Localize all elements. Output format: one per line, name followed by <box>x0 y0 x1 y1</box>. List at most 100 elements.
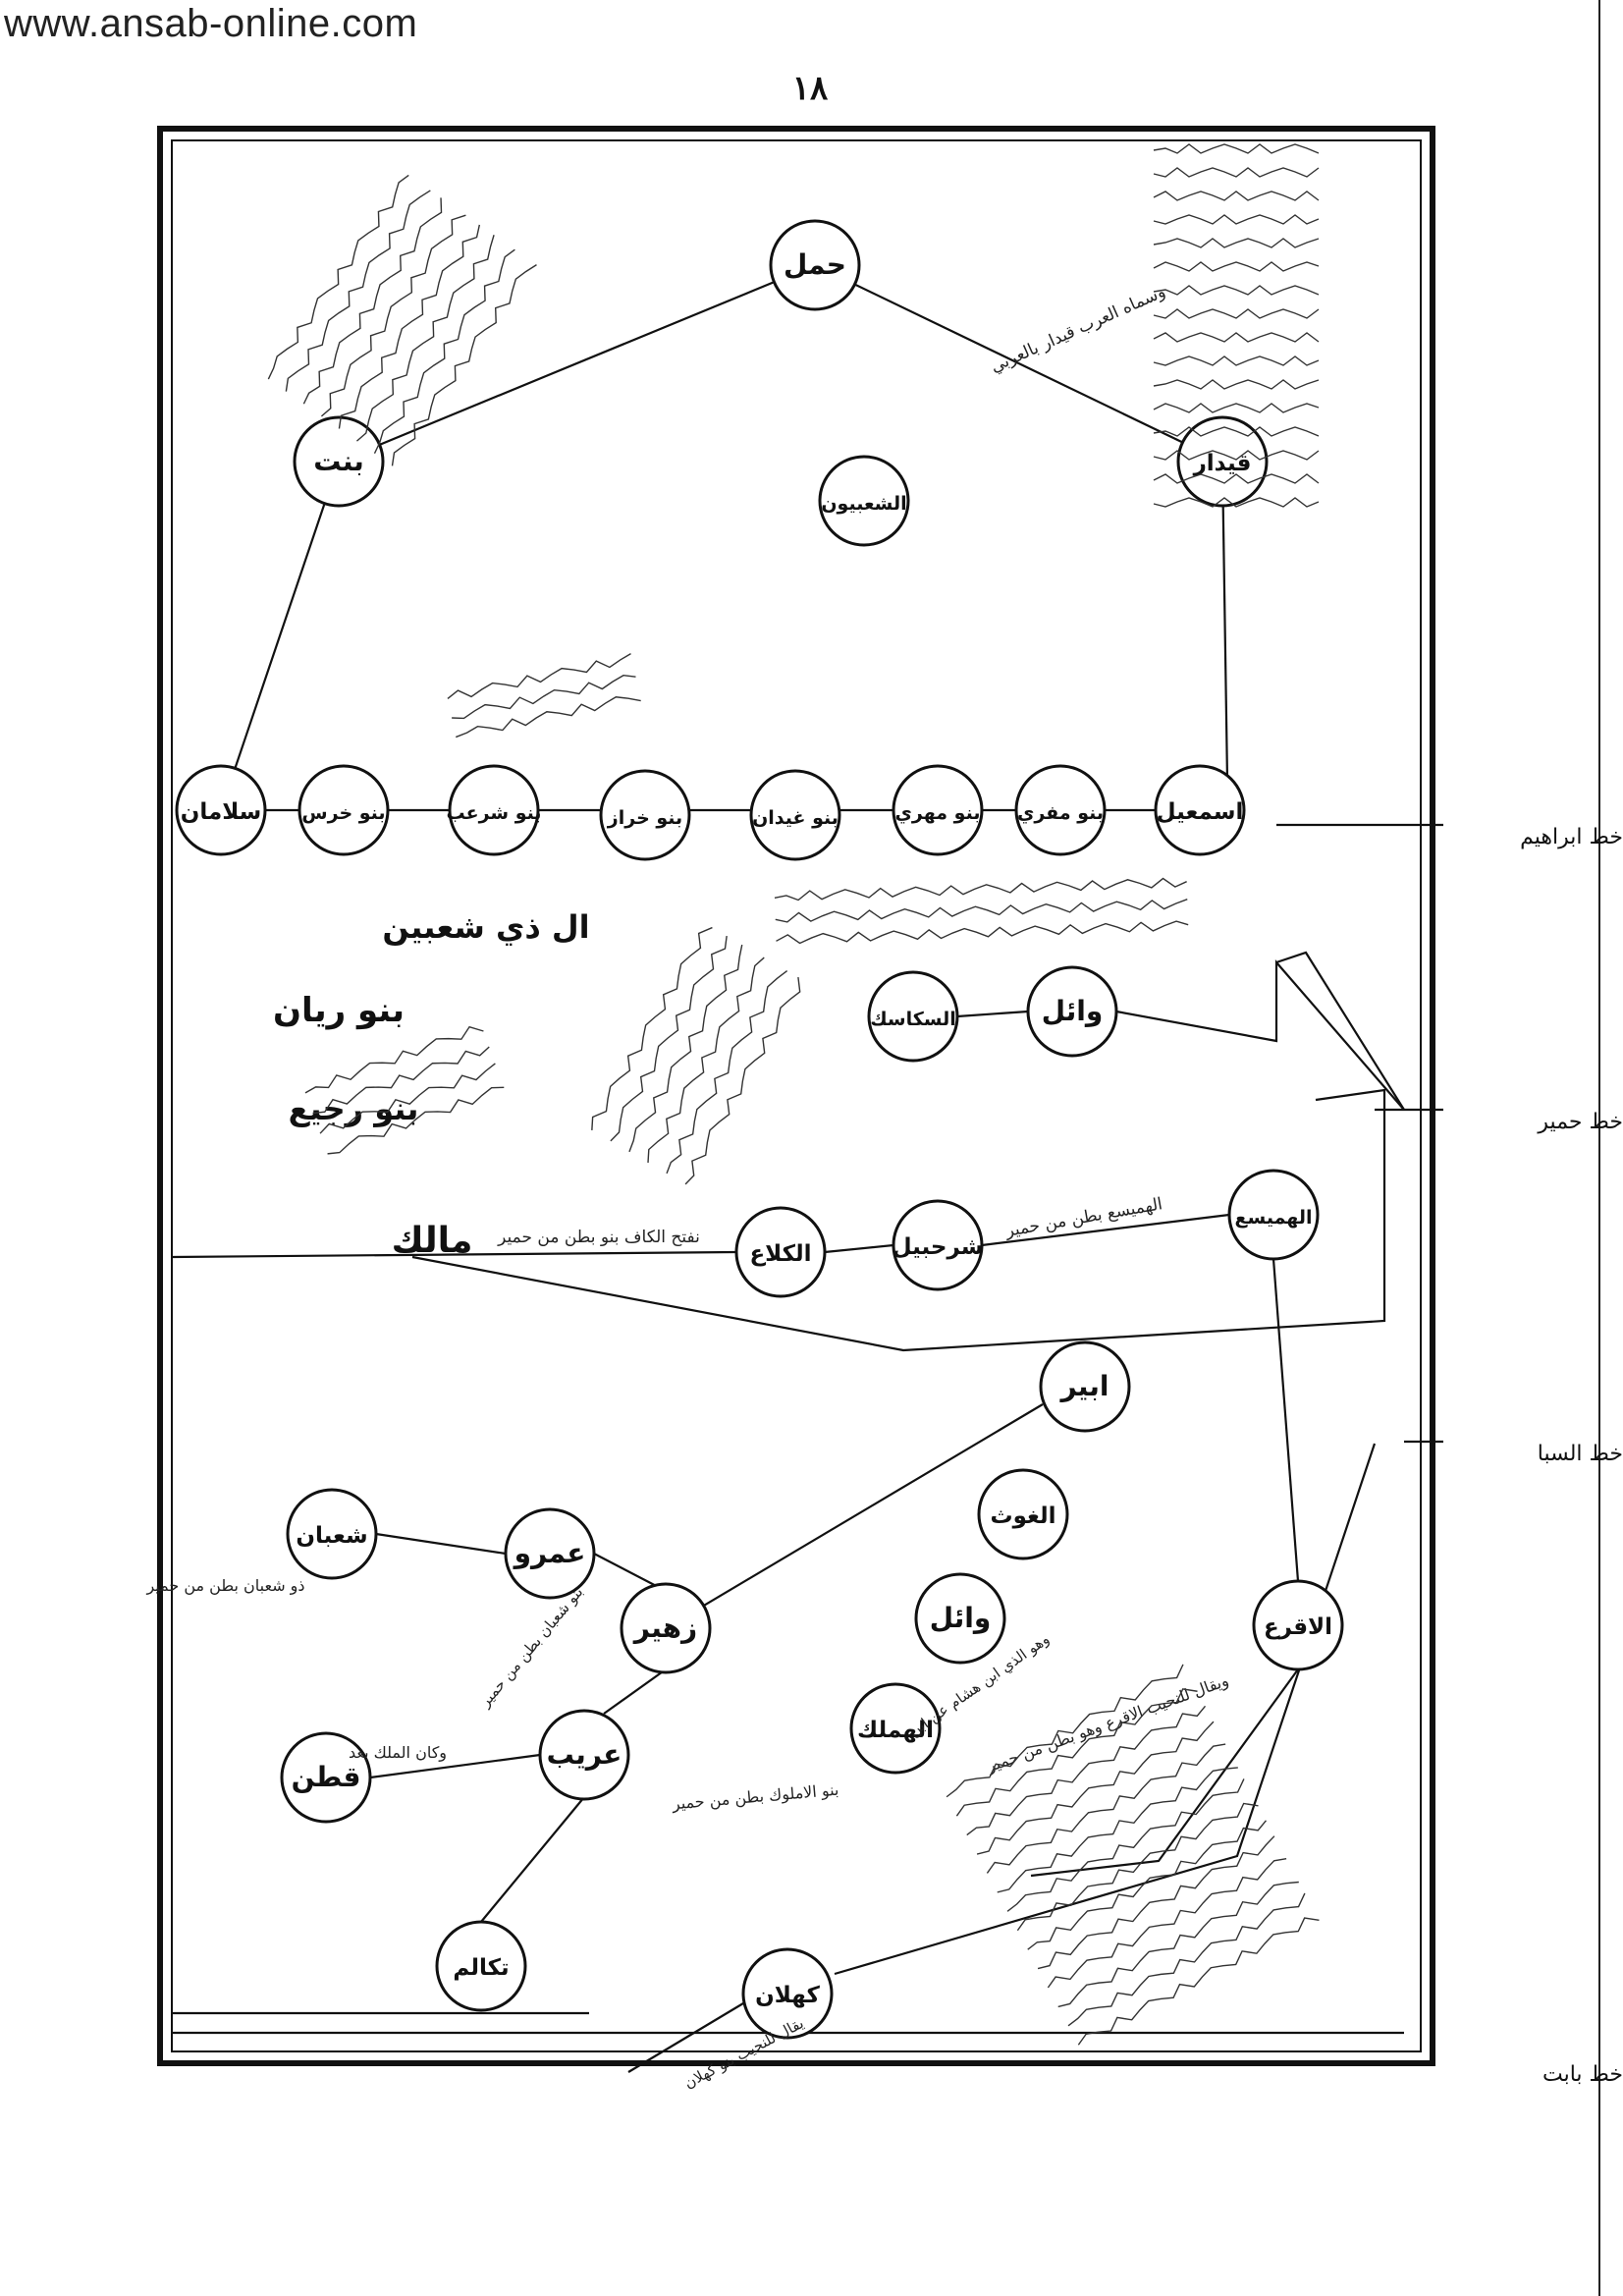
handwriting-line <box>666 970 788 1175</box>
node-sakasik: السكاسك <box>867 970 959 1063</box>
handwriting-line <box>1153 497 1320 508</box>
annotation-a1: وسماه العرب قيدار بالعربي <box>988 282 1168 377</box>
node-kala: الكلاع <box>734 1206 827 1298</box>
annotation-a8: بنو شعبان بطن من حمير <box>475 1583 586 1711</box>
handwriting-line <box>373 248 515 455</box>
node-label: اسمعيل <box>1157 799 1244 825</box>
connector-line <box>665 1403 1044 1629</box>
connector-line <box>824 1243 894 1254</box>
label-banu_rayyan: بنو ريان <box>273 991 405 1030</box>
node-banu_khawaz: بنو خراز <box>599 769 691 861</box>
handwriting-line <box>320 214 466 417</box>
handwriting-line <box>452 674 636 720</box>
handwriting-line <box>1153 332 1320 343</box>
connector-line <box>411 1088 1386 1352</box>
node-label: الكلاع <box>749 1241 811 1267</box>
connector-line <box>1271 1258 1300 1582</box>
node-circle <box>749 769 841 861</box>
annotation-a6: وكان الملك بعد <box>349 1743 447 1763</box>
node-circle <box>538 1709 630 1801</box>
node-hamaysa: الهميسع <box>1227 1169 1320 1261</box>
side-marker-saba: خط السبا <box>1537 1442 1623 1466</box>
handwriting-line <box>1067 1892 1306 2027</box>
node-label: شعبان <box>296 1523 367 1549</box>
handwriting-line <box>647 957 765 1163</box>
handwriting-line <box>1153 403 1320 413</box>
handwriting-line <box>1057 1881 1299 2008</box>
node-circle <box>280 1731 372 1824</box>
handwriting-line <box>1037 1835 1275 1970</box>
node-label: وائل <box>930 1602 992 1634</box>
handwriting-line <box>591 926 713 1130</box>
handwriting-line <box>1153 473 1320 484</box>
node-label: بنو شرعب <box>446 802 541 824</box>
handwritten-note-block <box>946 1664 1320 2046</box>
handwriting-line <box>1153 191 1320 201</box>
node-wail1: وائل <box>1026 965 1118 1058</box>
connector-line <box>480 1796 585 1923</box>
handwriting-line <box>1006 1778 1245 1912</box>
handwriting-line <box>946 1664 1184 1798</box>
node-abir: ابير <box>1039 1340 1131 1433</box>
node-label: وائل <box>1042 995 1104 1027</box>
node-label: بنو مهري <box>895 802 981 825</box>
node-label: ابير <box>1059 1370 1109 1402</box>
node-circle <box>286 1488 378 1580</box>
node-ghawth: الغوث <box>977 1468 1069 1560</box>
connector-line <box>375 1532 507 1556</box>
handwriting-line <box>1153 261 1320 272</box>
node-label: الهميسع <box>1235 1207 1313 1229</box>
node-ismail: اسمعيل <box>1154 764 1246 856</box>
handwriting-line <box>628 944 743 1153</box>
node-shabiyun: الشعبيون <box>818 455 910 547</box>
node-label: عمرو <box>513 1537 586 1569</box>
connector-line <box>1115 959 1405 1111</box>
handwriting-line <box>319 1063 496 1134</box>
node-circle <box>1176 415 1269 508</box>
node-circle <box>298 764 390 856</box>
node-circle <box>435 1920 527 2012</box>
node-label: الهملك <box>857 1718 934 1743</box>
connector-line <box>338 263 816 464</box>
handwriting-line <box>966 1705 1207 1836</box>
node-label: عريب <box>547 1738 622 1771</box>
handwriting-line <box>775 899 1188 923</box>
node-banu_mahri: بنو مهري <box>892 764 984 856</box>
annotation-a4: بنو الاملوك بطن من حمير <box>671 1780 839 1815</box>
label-dhi_shabin: ال ذي شعبين <box>382 908 589 946</box>
node-bint: بنت <box>293 415 385 508</box>
handwriting-line <box>447 653 631 699</box>
label-malik: مالك <box>392 1221 473 1261</box>
node-circle <box>1252 1579 1344 1671</box>
handwriting-line <box>338 224 481 429</box>
node-banu_khurs: بنو خرس <box>298 764 390 856</box>
handwriting-line <box>776 920 1189 945</box>
node-arib: عريب <box>538 1709 630 1801</box>
node-circle <box>1026 965 1118 1058</box>
connector-line <box>603 1668 667 1715</box>
connector-line <box>627 2002 744 2073</box>
node-circle <box>448 764 540 856</box>
node-circle <box>849 1682 942 1775</box>
node-qaydar: قيدار <box>1176 415 1269 508</box>
annotation-a2: نفتح الكاف بنو بطن من حمير <box>497 1228 700 1247</box>
connector-line <box>1030 1668 1299 1878</box>
node-circle <box>977 1468 1069 1560</box>
connector-line <box>369 1753 541 1779</box>
handwriting-line <box>355 235 495 442</box>
handwriting-line <box>774 877 1187 902</box>
node-circle <box>1039 1340 1131 1433</box>
handwriting-line <box>684 976 801 1185</box>
handwriting-line <box>327 1086 505 1155</box>
handwriting-line <box>1016 1802 1259 1932</box>
handwriting-line <box>302 197 443 405</box>
inner-frame <box>171 139 1422 2052</box>
handwriting-line <box>955 1688 1198 1817</box>
node-aylamlak: الهملك <box>849 1682 942 1775</box>
node-label: الاقرع <box>1264 1614 1332 1640</box>
node-label: بنو غيدان <box>752 807 839 829</box>
handwriting-line <box>456 696 641 738</box>
node-amr: عمرو <box>504 1507 596 1600</box>
node-circle <box>769 219 861 311</box>
